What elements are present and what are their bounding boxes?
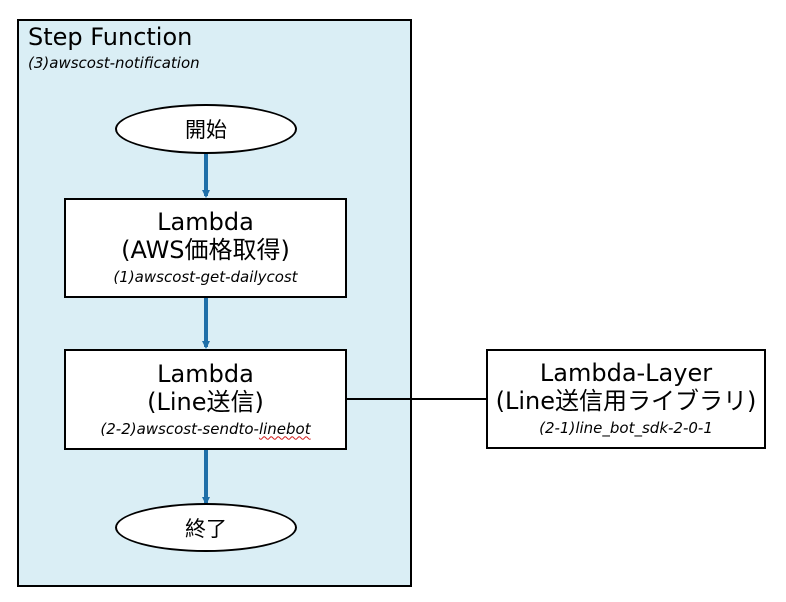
lambda2-node: Lambda (Line送信) (2-2)awscost-sendto-line… bbox=[64, 349, 347, 450]
start-node: 開始 bbox=[115, 104, 297, 154]
lambda2-subtitle: (Line送信) bbox=[147, 387, 264, 416]
lambda2-id-flagged: linebot bbox=[258, 419, 311, 438]
lambda2-id: (2-2)awscost-sendto-linebot bbox=[100, 418, 310, 440]
lambda1-id: (1)awscost-get-dailycost bbox=[113, 268, 298, 286]
lambda2-title: Lambda bbox=[157, 359, 254, 388]
lambda2-id-prefix: (2-2)awscost-sendto- bbox=[100, 419, 259, 438]
layer-subtitle: (Line送信用ライブラリ) bbox=[495, 387, 757, 415]
layer-node: Lambda-Layer (Line送信用ライブラリ) (2-1)line_bo… bbox=[486, 349, 766, 449]
lambda1-subtitle: (AWS価格取得) bbox=[121, 236, 290, 264]
end-label: 終了 bbox=[185, 516, 227, 541]
layer-title: Lambda-Layer bbox=[539, 359, 713, 387]
container-subtitle: (3)awscost-notification bbox=[28, 54, 200, 72]
layer-id: (2-1)line_bot_sdk-2-0-1 bbox=[539, 419, 713, 437]
container-title: Step Function bbox=[28, 23, 193, 51]
start-label: 開始 bbox=[185, 118, 227, 142]
lambda1-title: Lambda bbox=[157, 208, 254, 236]
end-node: 終了 bbox=[115, 503, 297, 552]
lambda1-node: Lambda (AWS価格取得) (1)awscost-get-dailycos… bbox=[64, 198, 347, 298]
